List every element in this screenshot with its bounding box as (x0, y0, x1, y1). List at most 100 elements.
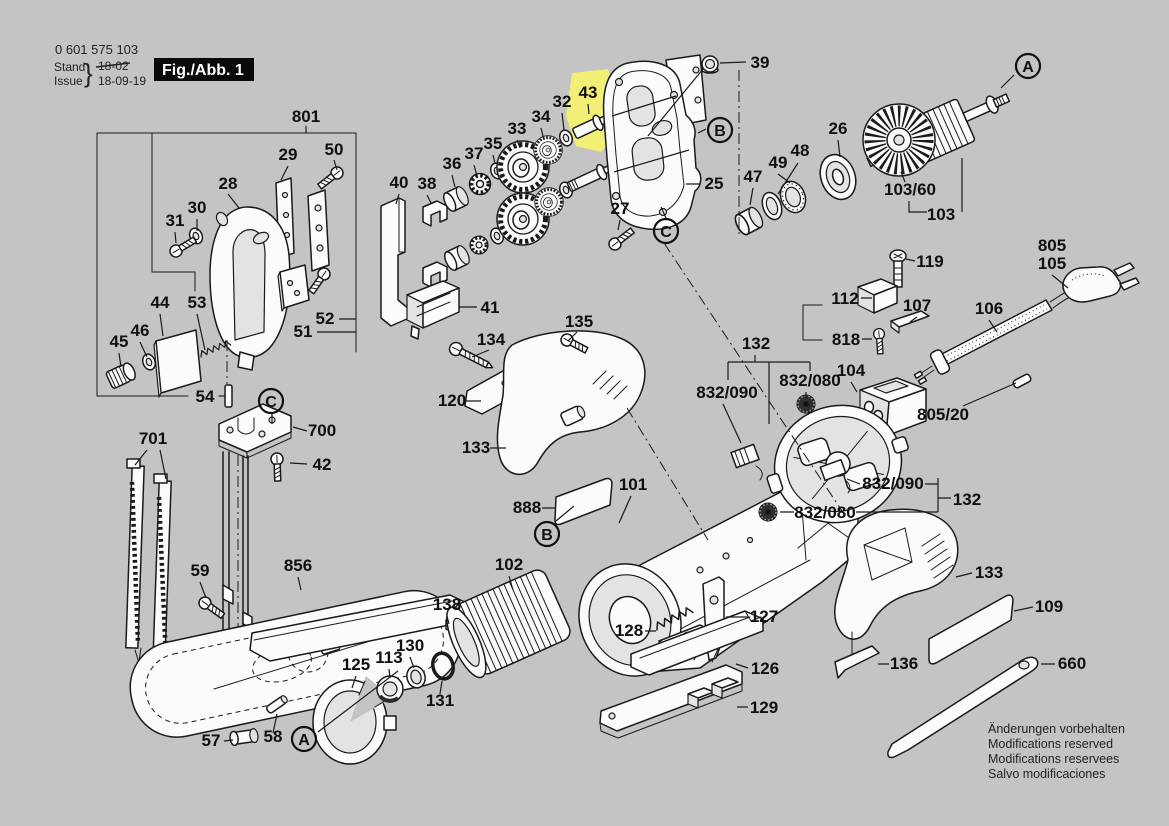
part-callout-41: 41 (481, 298, 500, 317)
disclaimer-en: Modifications reserved (988, 737, 1113, 751)
part-callout-25: 25 (705, 174, 724, 193)
section-marker-A: A (290, 725, 318, 753)
group-bracket-801 (96, 125, 357, 397)
part-callout-128: 128 (615, 621, 643, 640)
disclaimer-es: Salvo modificaciones (988, 767, 1105, 781)
part-callout-127: 127 (750, 607, 778, 626)
part-callout-48: 48 (791, 141, 810, 160)
part-callout-46: 46 (131, 321, 150, 340)
part-callout-129: 129 (750, 698, 778, 717)
pendulum-cover (167, 163, 347, 371)
part-callout-832-080: 832/080 (779, 371, 840, 390)
part-callout-27: 27 (611, 199, 630, 218)
part-callout-132: 132 (953, 490, 981, 509)
part-callout-119: 119 (916, 252, 943, 271)
part-callout-832-080: 832/080 (794, 503, 855, 522)
stand-value-struck: 18-02 (98, 59, 129, 73)
part-callout-134: 134 (477, 330, 506, 349)
part-callout-104: 104 (837, 361, 866, 380)
part-callout-45: 45 (110, 332, 129, 351)
svg-text:A: A (298, 732, 310, 749)
saw-blades (125, 458, 172, 680)
part-callout-103-60: 103/60 (884, 180, 936, 199)
part-callout-106: 106 (975, 299, 1003, 318)
clamp-nut (229, 728, 259, 747)
part-callout-59: 59 (191, 561, 210, 580)
document-number: 0 601 575 103 (55, 42, 138, 57)
brace-glyph: } (84, 58, 93, 88)
plunger-assembly (218, 403, 292, 645)
part-callout-135: 135 (565, 312, 593, 331)
part-callout-107: 107 (903, 296, 931, 315)
part-callout-26: 26 (829, 119, 848, 138)
part-callout-701: 701 (139, 429, 167, 448)
part-callout-101: 101 (619, 475, 647, 494)
top-cover (496, 330, 646, 475)
part-callout-42: 42 (313, 455, 332, 474)
part-callout-132: 132 (742, 334, 770, 353)
title-block: 0 601 575 103 Stand Issue } 18-02 18-09-… (54, 42, 254, 88)
section-marker-B: B (533, 520, 561, 548)
svg-text:A: A (1022, 59, 1034, 76)
part-callout-51: 51 (294, 322, 313, 341)
part-callout-38: 38 (418, 174, 437, 193)
issue-label: Issue (54, 74, 83, 88)
bearing-set (731, 153, 857, 238)
part-callout-52: 52 (316, 309, 335, 328)
disclaimer-block: Änderungen vorbehalten Modifications res… (988, 722, 1125, 781)
part-callout-805: 805 (1038, 236, 1066, 255)
section-marker-C: C (257, 387, 285, 415)
part-callout-112: 112 (831, 289, 858, 308)
section-marker-A: A (1014, 52, 1042, 80)
part-callout-856: 856 (284, 556, 312, 575)
part-callout-102: 102 (495, 555, 523, 574)
part-callout-29: 29 (279, 145, 298, 164)
section-marker-C: C (652, 217, 680, 245)
svg-text:B: B (714, 123, 726, 140)
fan (862, 103, 936, 177)
part-callout-44: 44 (151, 293, 170, 312)
hex-nut (701, 55, 719, 74)
motor-end-shell (730, 394, 909, 524)
part-callout-54: 54 (196, 387, 215, 406)
issue-value: 18-09-19 (98, 74, 146, 88)
disclaimer-de: Änderungen vorbehalten (988, 722, 1125, 736)
guide-slide-group (599, 576, 764, 739)
part-callout-40: 40 (390, 173, 409, 192)
part-callout-105: 105 (1038, 254, 1066, 273)
part-callout-49: 49 (769, 153, 788, 172)
part-callout-700: 700 (308, 421, 336, 440)
part-callout-103: 103 (927, 205, 955, 224)
stator (446, 569, 571, 679)
section-markers: A B C C B A (257, 52, 1042, 753)
guide-plate-group (105, 329, 233, 408)
base-plate-group (129, 589, 472, 747)
switch-group (802, 249, 930, 449)
gear-housing (602, 54, 719, 231)
part-callout-58: 58 (264, 727, 283, 746)
part-callout-801: 801 (292, 107, 320, 126)
part-callout-832-090: 832/090 (862, 474, 923, 493)
svg-text:C: C (265, 394, 277, 411)
part-callout-138: 138 (433, 595, 461, 614)
part-callout-120: 120 (438, 391, 466, 410)
svg-text:C: C (660, 224, 672, 241)
figure-badge (154, 58, 254, 81)
disclaimer-fr: Modifications reservees (988, 752, 1119, 766)
construction-lines (611, 68, 847, 541)
pin (265, 695, 288, 714)
stand-label: Stand (54, 60, 85, 74)
part-callout-133: 133 (462, 438, 490, 457)
figure-label: Fig./Abb. 1 (162, 62, 244, 79)
part-callout-133: 133 (975, 563, 1003, 582)
part-callout-35: 35 (484, 134, 503, 153)
part-callout-47: 47 (744, 167, 763, 186)
part-callout-32: 32 (553, 92, 572, 111)
section-marker-B: B (706, 116, 734, 144)
leader-lines (118, 61, 1069, 742)
part-callout-43: 43 (579, 83, 598, 102)
handle-shell (834, 508, 1039, 759)
